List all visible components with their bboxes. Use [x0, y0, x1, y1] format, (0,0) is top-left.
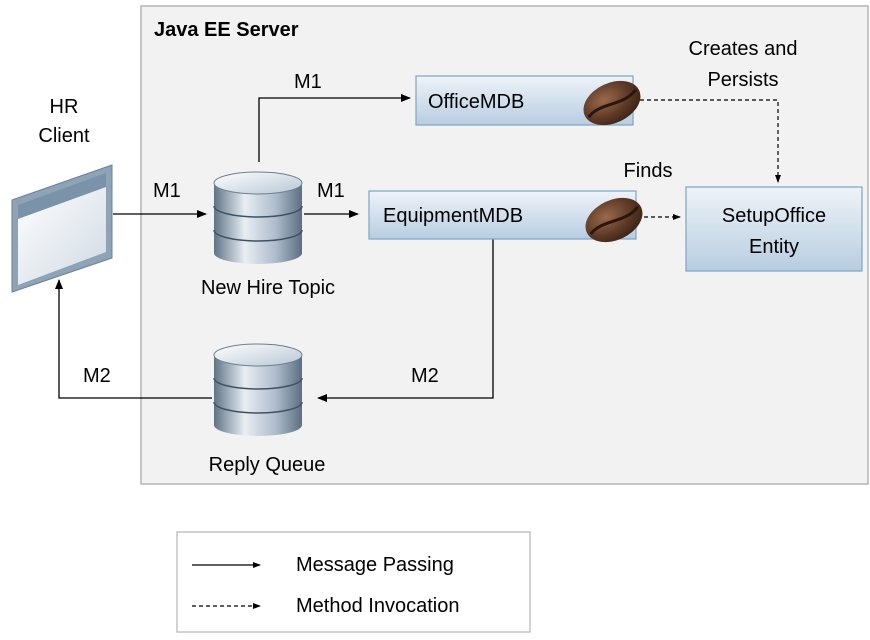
- equipment-mdb-label: EquipmentMDB: [383, 205, 523, 227]
- queue-label: Reply Queue: [209, 454, 326, 476]
- msg-label-equipment-to-queue: M2: [411, 365, 439, 387]
- server-title: Java EE Server: [154, 19, 299, 41]
- legend-message-passing-label: Message Passing: [296, 554, 454, 576]
- creates-persists-label-line1: Creates and: [689, 38, 798, 60]
- legend-method-invocation-label: Method Invocation: [296, 595, 459, 617]
- entity-label-line1: SetupOffice: [722, 205, 826, 227]
- reply-queue-database-icon: [213, 343, 303, 436]
- msg-label-topic-to-equipment: M1: [317, 180, 345, 202]
- client-window-icon: [11, 164, 113, 293]
- entity-label-line2: Entity: [749, 236, 799, 258]
- client-label-line1: HR: [50, 96, 79, 118]
- arrow-equipment-to-queue: [317, 238, 494, 402]
- msg-label-queue-to-client: M2: [83, 365, 111, 387]
- legend: Message Passing Method Invocation: [176, 531, 531, 633]
- office-mdb-bean-icon: [583, 80, 641, 126]
- arrow-topic-to-office: [258, 94, 411, 162]
- setup-office-entity-box: SetupOffice Entity: [685, 186, 863, 272]
- arrow-office-to-entity: [640, 99, 781, 183]
- message-connections: [55, 94, 494, 402]
- msg-label-topic-to-office: M1: [294, 71, 322, 93]
- arrow-queue-to-client: [55, 279, 212, 399]
- new-hire-topic-database-icon: [213, 171, 303, 264]
- client-label-line2: Client: [38, 125, 90, 147]
- topic-label: New Hire Topic: [201, 277, 335, 299]
- finds-label: Finds: [624, 160, 673, 182]
- invocation-connections: [640, 99, 781, 220]
- office-mdb-label: OfficeMDB: [428, 91, 524, 113]
- hr-client: HR Client: [11, 96, 113, 293]
- creates-persists-label-line2: Persists: [707, 69, 778, 91]
- equipment-mdb-bean-icon: [585, 197, 643, 243]
- msg-label-client-to-topic: M1: [153, 180, 181, 202]
